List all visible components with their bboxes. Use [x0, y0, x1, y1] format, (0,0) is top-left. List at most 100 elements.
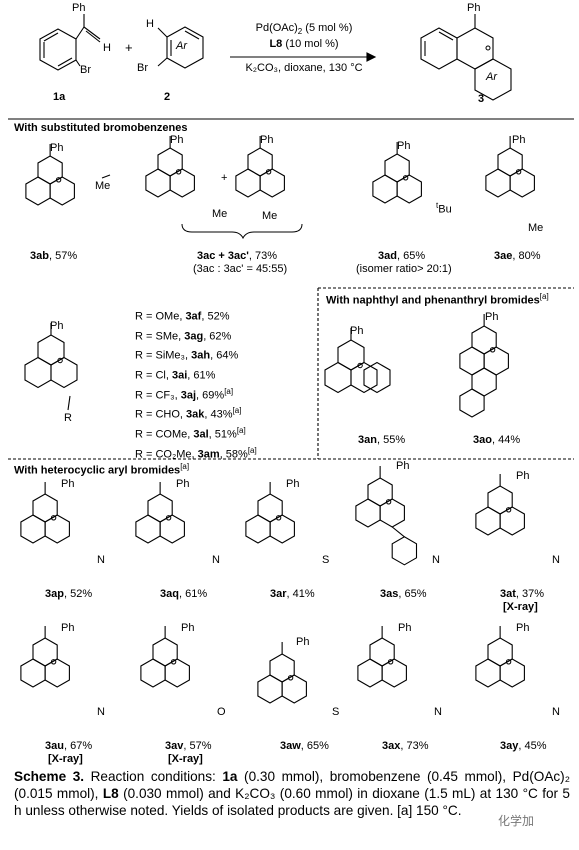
ph-atom: Ph	[181, 622, 195, 634]
hetero1-4-ring-a	[475, 506, 501, 536]
3ao-ring-e	[459, 388, 485, 418]
compound-3ac-label: 3ac + 3ac', 73%	[197, 250, 277, 262]
hetero1-1-ring-c	[159, 514, 185, 544]
heteroatom-label: N	[432, 554, 440, 566]
reaction-site-marker	[402, 175, 409, 181]
section-title-naphthyl: With naphthyl and phenanthryl bromides[a…	[326, 292, 549, 307]
heteroatom-label: N	[97, 706, 105, 718]
reaction-site-marker	[175, 169, 182, 175]
hetero1-0-ring-b	[32, 493, 58, 523]
compound-label: 3ay, 45%	[500, 740, 547, 752]
ph-atom: Ph	[50, 320, 64, 332]
ph-atom: Ph	[61, 622, 75, 634]
compound-3an-label: 3an, 55%	[358, 434, 406, 446]
reaction-arrow	[230, 52, 377, 62]
3ad-ring-c	[396, 174, 422, 204]
3an-ring-d	[363, 361, 391, 394]
3ac-prime-ring-c	[259, 168, 285, 198]
3ao-ring-c	[483, 346, 509, 376]
bracket-3ac	[181, 223, 303, 240]
compound-label: 3aq, 61%	[160, 588, 208, 600]
reaction-site-marker	[387, 659, 394, 665]
hetero2-3-ring-c	[381, 658, 407, 688]
hetero2-2-ring-c	[281, 674, 307, 704]
compound-3ao-label: 3ao, 44%	[473, 434, 521, 446]
hetero2-2-ring-a	[257, 674, 283, 704]
ph-atom: Ph	[260, 134, 274, 146]
3ao-ring-a	[459, 346, 485, 376]
ph-atom: Ph	[286, 478, 300, 490]
hetero1-1-ring-b	[147, 493, 173, 523]
ph-atom: Ph	[467, 2, 481, 14]
3an-ring-b	[337, 339, 365, 371]
hetero2-0-ring-c	[44, 658, 70, 688]
ph-atom: Ph	[72, 2, 86, 14]
r-series-ring-a	[24, 356, 52, 389]
3ae-ring-c	[509, 168, 535, 198]
heteroatom-label: N	[552, 706, 560, 718]
r-series-ring-b	[37, 334, 65, 366]
r-group-list: R = OMe, 3af, 52%R = SMe, 3ag, 62%R = Si…	[135, 305, 257, 462]
compound-3ab-label: 3ab, 57%	[30, 250, 78, 262]
ph-atom: Ph	[516, 470, 530, 482]
structure-1a	[39, 14, 101, 71]
heteroatom-label: N	[97, 554, 105, 566]
me-substituent: Me	[95, 180, 111, 192]
hetero1-2-ring-c	[269, 514, 295, 544]
catalyst-text: Pd(OAc)2 (5 mol %)	[255, 22, 353, 37]
compound-3ad-label: 3ad, 65%	[378, 250, 426, 262]
3an-ring-c	[350, 361, 378, 394]
heteroatom-label: N	[552, 554, 560, 566]
heteroatom-label: O	[217, 706, 226, 718]
me-substituent: Me	[212, 208, 228, 220]
r-group-item: R = OMe, 3af, 52%	[135, 310, 230, 323]
hetero2-1-ring-b	[152, 637, 178, 667]
reaction-site-marker	[170, 659, 177, 665]
hetero1-4-ring-b	[487, 485, 513, 515]
hetero2-0-ring-a	[20, 658, 46, 688]
heteroatom-label: S	[322, 554, 330, 566]
hetero1-3-ring-a	[355, 498, 381, 528]
me-substituent: Me	[528, 222, 544, 234]
hetero2-4-ring-c	[499, 658, 525, 688]
h-atom: H	[103, 42, 111, 54]
3ab-me-bond	[101, 174, 111, 179]
compound-label: 3ap, 52%	[45, 588, 93, 600]
r-group-item: R = Cl, 3ai, 61%	[135, 369, 216, 382]
compound-label: 3ar, 41%	[270, 588, 315, 600]
hetero2-4-ring-a	[475, 658, 501, 688]
xray-tag: [X-ray]	[503, 601, 538, 613]
compound-3ae-label: 3ae, 80%	[494, 250, 541, 262]
compound-label: 3au, 67%	[45, 740, 93, 752]
reaction-site-marker	[505, 659, 512, 665]
compound-label: 3at, 37%	[500, 588, 545, 600]
tbu-substituent: tBu	[436, 201, 452, 216]
reaction-site-marker	[357, 362, 363, 369]
hetero2-3-ring-a	[357, 658, 383, 688]
heteroatom-label: N	[434, 706, 442, 718]
reaction-site-marker	[515, 169, 522, 175]
r-group-item: R = COMe, 3al, 51%[a]	[135, 425, 246, 441]
hetero2-4-ring-b	[487, 637, 513, 667]
br-atom: Br	[137, 62, 148, 74]
xray-tag: [X-ray]	[48, 753, 83, 765]
hetero1-2-ring-b	[257, 493, 283, 523]
reaction-site-marker	[287, 675, 294, 681]
hetero1-4-ring-c	[499, 506, 525, 536]
hetero1-1-ring-a	[135, 514, 161, 544]
hetero1-3-ring-c	[379, 498, 405, 528]
r-group-item: R = CO₂Me, 3am, 58%[a]	[135, 445, 257, 461]
ar-atom: Ar	[176, 40, 187, 52]
ar-atom: Ar	[486, 71, 497, 83]
section-title-substituted: With substituted bromobenzenes	[14, 122, 188, 134]
3ao-ring-b	[471, 325, 497, 355]
reaction-site-marker	[165, 515, 172, 521]
compound-1a-label: 1a	[53, 91, 66, 103]
section-title-heterocyclic: With heterocyclic aryl bromides[a]	[14, 462, 190, 477]
conditions-text: K₂CO₃, dioxane, 130 °C	[245, 62, 363, 74]
structure-3	[420, 14, 512, 101]
hetero2-2-ring-b	[269, 653, 295, 683]
ph-atom: Ph	[516, 622, 530, 634]
3ac-ring-c	[169, 168, 195, 198]
